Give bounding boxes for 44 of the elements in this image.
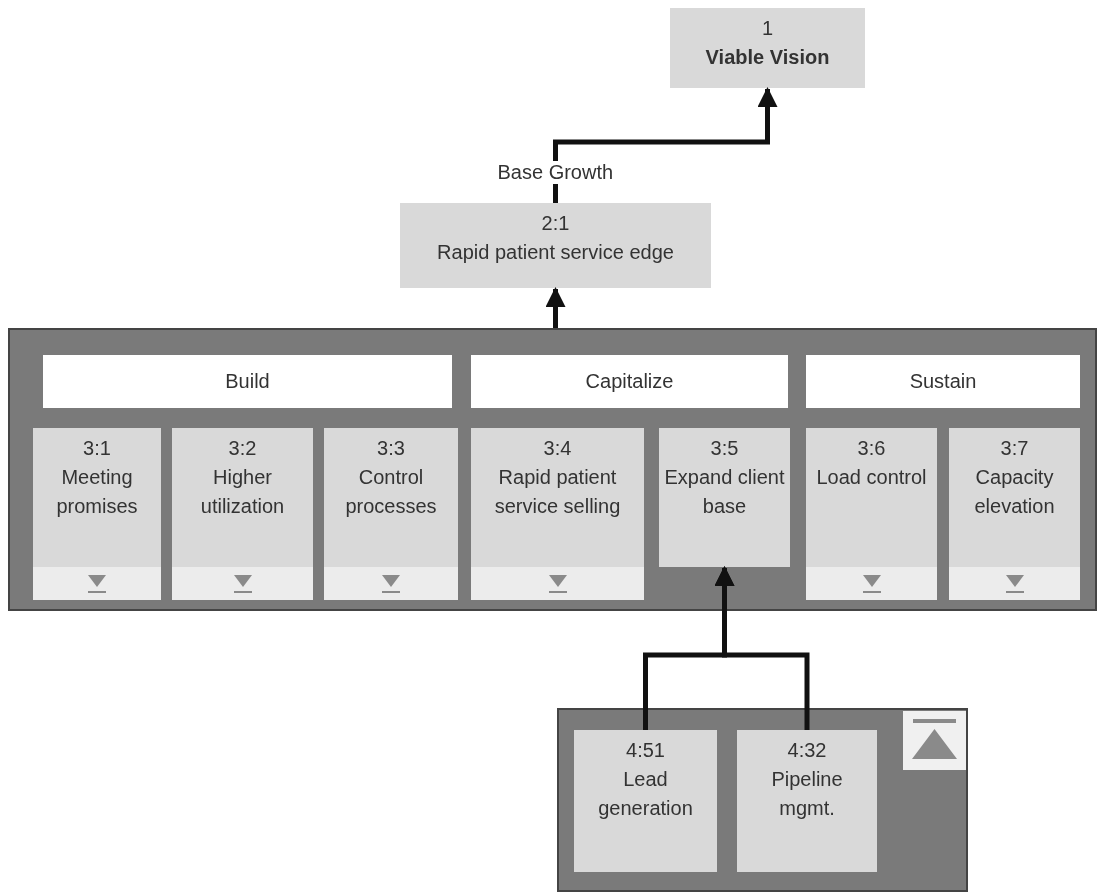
node-number: 3:3 (377, 436, 405, 461)
node-title: Load control (815, 465, 928, 490)
process-box (471, 428, 644, 600)
phase-header (806, 355, 1080, 408)
node-title: Control processes (344, 465, 438, 519)
node-number: 4:51 (626, 738, 665, 763)
phase-header (43, 355, 452, 408)
process-box (33, 428, 161, 600)
node-title: Meeting promises (55, 465, 139, 519)
node-title: Expand client base (663, 465, 786, 519)
node-label: Build (225, 370, 270, 393)
node-number: 3:6 (857, 436, 886, 461)
node-title: Higher utilization (199, 465, 286, 519)
arrow (545, 287, 566, 328)
title-box (670, 8, 865, 88)
node-number: 3:7 (1000, 436, 1029, 461)
node-title: Viable Vision (704, 45, 831, 70)
node-number: 1 (761, 16, 774, 41)
node-number: 4:32 (787, 738, 827, 763)
node-label: Capitalize (585, 370, 674, 393)
process-box (737, 730, 877, 872)
phase-header (471, 355, 788, 408)
process-box (949, 428, 1080, 600)
node-title: Capacity elevation (973, 465, 1056, 519)
group-panel (557, 708, 968, 892)
process-box (400, 203, 711, 288)
process-box (659, 428, 790, 567)
node-title: Lead generation (597, 767, 694, 821)
process-box (324, 428, 458, 600)
node-title: Rapid patient service edge (436, 240, 675, 265)
process-box (172, 428, 313, 600)
process-box (806, 428, 937, 600)
group-panel (8, 328, 1097, 611)
node-number: 3:2 (228, 436, 257, 461)
node-title: Rapid patient service selling (493, 465, 622, 519)
arrow (553, 87, 778, 203)
arrow (714, 566, 810, 730)
node-number: 3:5 (710, 436, 739, 461)
node-title: Pipeline mgmt. (770, 767, 844, 821)
node-label: Sustain (909, 370, 977, 393)
node-number: 2:1 (541, 211, 570, 236)
process-box (574, 730, 717, 872)
node-number: 3:1 (83, 436, 111, 461)
node-number: 3:4 (543, 436, 572, 461)
